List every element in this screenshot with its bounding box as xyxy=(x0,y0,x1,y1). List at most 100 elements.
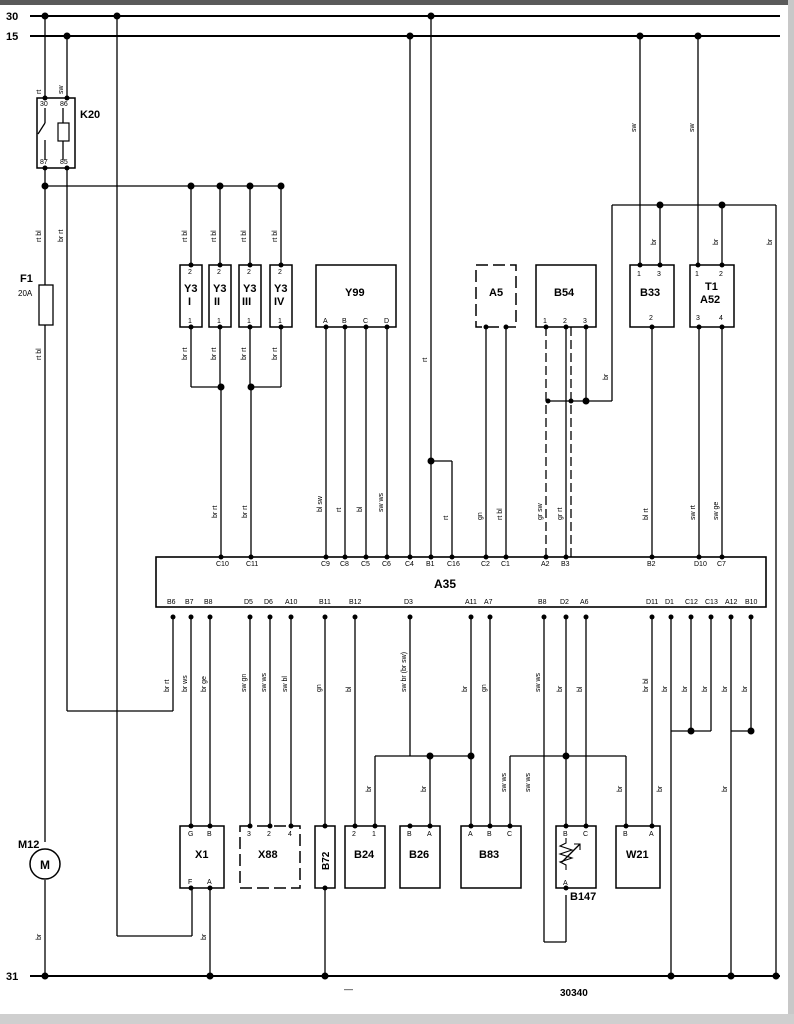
wire-color-label: br xyxy=(557,685,564,692)
wire-color-label: br xyxy=(421,785,428,792)
y3-4-sub: IV xyxy=(274,296,285,308)
wire-color-label: gn xyxy=(477,512,484,520)
b147-pin-c: C xyxy=(583,831,588,838)
b147-pin-b: B xyxy=(563,831,568,838)
a35-bottom-pin-b12: B12 xyxy=(349,599,362,606)
a52-label: A52 xyxy=(700,294,720,306)
wire-color-label: gn xyxy=(316,684,323,692)
a35-bottom-pin-b6: B6 xyxy=(167,599,176,606)
a35-bottom-pin-b8: B8 xyxy=(204,599,213,606)
wire-color-label: br xyxy=(722,785,729,792)
a35-top-pin-c6: C6 xyxy=(382,561,391,568)
x1-pin-b: B xyxy=(207,831,212,838)
t1-pin-1: 1 xyxy=(695,271,699,278)
wire-color-label: br rt xyxy=(212,506,219,519)
footer-mark: — xyxy=(344,984,353,994)
wire-color-label: br rt xyxy=(272,348,279,361)
wire-color-label: rt bl xyxy=(241,230,248,242)
wire-color-label: rt xyxy=(443,516,450,520)
a35-top-pin-b3: B3 xyxy=(561,561,570,568)
wire-color-label: gn xyxy=(481,684,488,692)
m12-label: M12 xyxy=(18,839,39,851)
wire-color-label: br xyxy=(767,238,774,245)
y3-1-pin-bot: 1 xyxy=(188,318,192,325)
k20-label: K20 xyxy=(80,109,100,121)
rail-31-label: 31 xyxy=(6,971,18,983)
b33-label: B33 xyxy=(640,287,660,299)
wire-color-label: gr rt xyxy=(557,508,564,521)
wire-color-label: br xyxy=(662,685,669,692)
x88-pin-4: 4 xyxy=(288,831,292,838)
wire-color-label: sw br (br sw) xyxy=(401,652,408,692)
b54-pin-2: 2 xyxy=(563,318,567,325)
a35-bottom-pin-c12: C12 xyxy=(685,599,698,606)
b26-label: B26 xyxy=(409,849,429,861)
w21-pin-b: B xyxy=(623,831,628,838)
wire-color-label: sw xyxy=(689,123,696,133)
a35-bottom-pin-c13: C13 xyxy=(705,599,718,606)
wire-color-label: gr sw xyxy=(537,502,544,520)
wire-color-label: rt xyxy=(36,90,43,94)
a35-top-pin-d10: D10 xyxy=(694,561,707,568)
drawing-number: 30340 xyxy=(560,988,588,999)
b147-pin-a: A xyxy=(563,880,568,887)
wire-color-label: br xyxy=(201,933,208,940)
a35-bottom-pin-a7: A7 xyxy=(484,599,493,606)
t1-pin-3: 3 xyxy=(696,315,700,322)
wire-color-label: br ge xyxy=(201,676,208,692)
a35-bottom-pin-d5: D5 xyxy=(244,599,253,606)
t1-pin-2: 2 xyxy=(719,271,723,278)
y3-4-pin-top: 2 xyxy=(278,269,282,276)
wire-color-label: br bl xyxy=(643,678,650,692)
wire-color-label: sw bl xyxy=(282,676,289,692)
k20-pin-87: 87 xyxy=(40,159,48,166)
a35-bottom-pin-d3: D3 xyxy=(404,599,413,606)
wire-color-label: br xyxy=(702,685,709,692)
y3-3-pin-bot: 1 xyxy=(247,318,251,325)
wire-color-label: sw rt xyxy=(690,505,697,520)
b83-label: B83 xyxy=(479,849,499,861)
wire-color-label: br rt xyxy=(242,506,249,519)
a35-bottom-pin-a11: A11 xyxy=(465,599,477,606)
wire-color-label: br xyxy=(651,238,658,245)
window-right-border xyxy=(788,0,794,1024)
wire-color-label: sw ge xyxy=(713,502,720,520)
b83-pin-c: C xyxy=(507,831,512,838)
b26-pin-b: B xyxy=(407,831,412,838)
b83-pin-b: B xyxy=(487,831,492,838)
a35-bottom-pin-b11: B11 xyxy=(319,599,331,606)
wire-color-label: br rt xyxy=(211,348,218,361)
wire-color-label: rt bl xyxy=(211,230,218,242)
y3-1-name: Y3 xyxy=(184,283,197,295)
y99-pin-b: B xyxy=(342,318,347,325)
b147-label: B147 xyxy=(570,891,596,903)
a35-label: A35 xyxy=(434,577,456,591)
a35-bottom-pin-d2: D2 xyxy=(560,599,569,606)
a35-bottom-pin-b8: B8 xyxy=(538,599,547,606)
wire-color-label: br xyxy=(366,785,373,792)
wire-color-label: rt bl xyxy=(182,230,189,242)
wire-color-label: rt bl xyxy=(497,508,504,520)
y3-4-name: Y3 xyxy=(274,283,287,295)
a35-bottom-pin-a6: A6 xyxy=(580,599,589,606)
x1-pin-f: F xyxy=(188,879,192,886)
x1-pin-g: G xyxy=(188,831,193,838)
y3-2-pin-top: 2 xyxy=(217,269,221,276)
wire-color-label: rt xyxy=(336,508,343,512)
wire-color-label: bl sw xyxy=(317,495,324,512)
a35-top-pin-c16: C16 xyxy=(447,561,460,568)
w21-pin-a: A xyxy=(649,831,654,838)
b54-pin-1: 1 xyxy=(543,318,547,325)
wire-color-label: br xyxy=(722,685,729,692)
b33-pin-2: 2 xyxy=(649,315,653,322)
wire-color-label: br xyxy=(713,238,720,245)
wire-color-label: sw xyxy=(631,123,638,133)
wire-color-label: bl xyxy=(577,686,584,692)
y99-pin-d: D xyxy=(384,318,389,325)
wire-color-label: br xyxy=(682,685,689,692)
rail-15-label: 15 xyxy=(6,31,18,43)
a35-bottom-pin-d6: D6 xyxy=(264,599,273,606)
rail-30-label: 30 xyxy=(6,11,18,23)
t1-pin-4: 4 xyxy=(719,315,723,322)
